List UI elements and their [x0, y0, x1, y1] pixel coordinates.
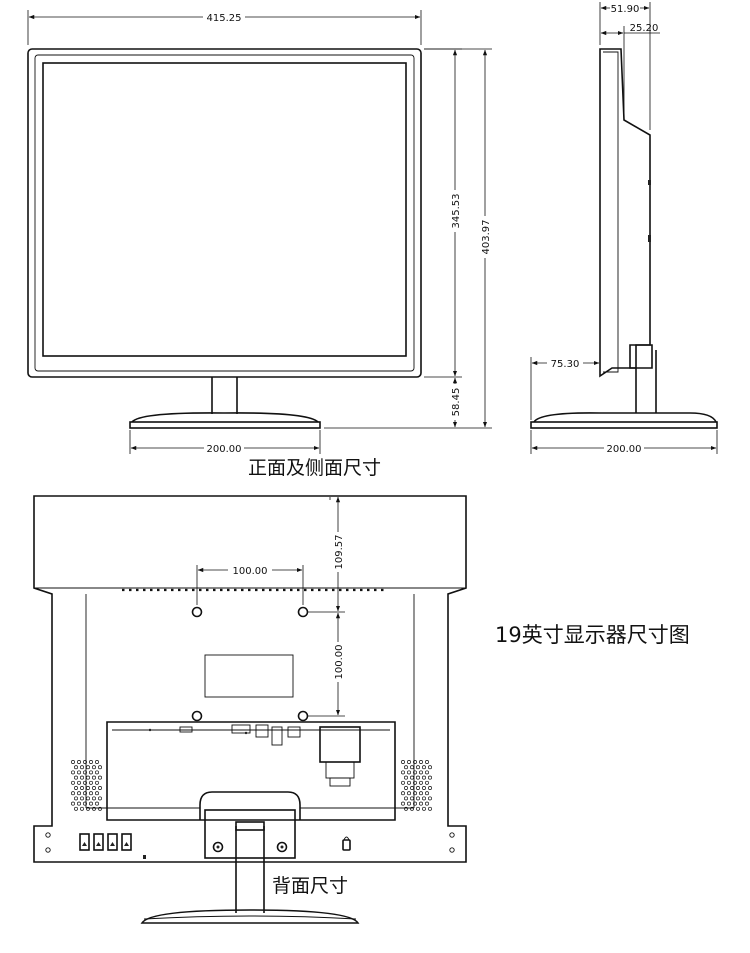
kensington-lock: [342, 836, 351, 851]
back-stand-neck: [235, 826, 265, 913]
front-stand-height-label: 58.45: [451, 388, 462, 417]
vesa-h-label: 100.00: [233, 566, 268, 577]
side-panel-inner: [603, 51, 619, 373]
vesa-v-label: 100.00: [334, 645, 345, 680]
back-port-bay: [106, 721, 396, 821]
side-hinge: [629, 344, 653, 369]
stand-mount-plate: [204, 809, 296, 859]
speaker-grill-left: [71, 760, 102, 811]
vga-port: [319, 726, 361, 763]
side-panel-depth-label: 25.20: [630, 23, 659, 34]
back-base: [140, 909, 360, 924]
stand-bracket: [199, 791, 301, 820]
front-screen: [42, 62, 407, 357]
side-view: 51.90 25.20 75.30 200.00: [530, 2, 718, 455]
front-base-plate: [129, 421, 321, 429]
front-bezel-outer: [27, 48, 422, 378]
back-label-area: [204, 654, 294, 698]
side-base-width-label: 200.00: [607, 444, 642, 455]
front-bezel-inner: [34, 54, 415, 372]
side-offset-label: 75.30: [551, 359, 580, 370]
front-base-width-label: 200.00: [207, 444, 242, 455]
side-base-top: [533, 412, 717, 423]
front-total-height-ext: [324, 48, 492, 429]
side-button: [648, 235, 651, 242]
front-base-width-ext: [129, 430, 321, 454]
front-width-ext: [27, 10, 422, 45]
back-caption: 背面尺寸: [272, 875, 348, 897]
port-connectors: [148, 724, 361, 787]
side-button-2: [648, 180, 651, 185]
side-depth-ext: [599, 2, 651, 130]
side-stand-neck: [635, 350, 657, 413]
back-cover-sides: [85, 594, 415, 808]
back-view: 100.00 109.57 100.00: [33, 495, 467, 924]
front-view: 415.25 345.53 403.97 58.45 200.00: [27, 10, 492, 455]
side-depth-label: 51.90: [611, 4, 640, 15]
vesa-h-ext: [196, 565, 304, 605]
vesa-hole-tr: [297, 606, 309, 618]
back-housing-outer: [33, 495, 467, 863]
front-total-height-label: 403.97: [481, 220, 492, 255]
side-panel: [599, 48, 651, 378]
back-base-line: [143, 915, 357, 920]
front-screen-height-label: 345.53: [451, 194, 462, 229]
front-base-top: [131, 412, 319, 423]
control-buttons: [79, 833, 132, 851]
side-base-width-ext: [530, 430, 718, 454]
side-base-plate: [530, 421, 718, 429]
speaker-grill-right: [401, 760, 432, 811]
front-width-label: 415.25: [207, 13, 242, 24]
top-to-vesa-label: 109.57: [334, 535, 345, 570]
back-stand-neck-top: [235, 821, 265, 831]
vesa-hole-tl: [191, 606, 203, 618]
front-stand-neck: [211, 377, 238, 414]
front-side-caption: 正面及侧面尺寸: [248, 457, 381, 479]
drawing-title: 19英寸显示器尺寸图: [495, 623, 690, 647]
vesa-hole-br: [297, 710, 309, 722]
vesa-holes: [191, 606, 309, 722]
vesa-hole-bl: [191, 710, 203, 722]
top-to-vesa-ext: [308, 497, 345, 613]
